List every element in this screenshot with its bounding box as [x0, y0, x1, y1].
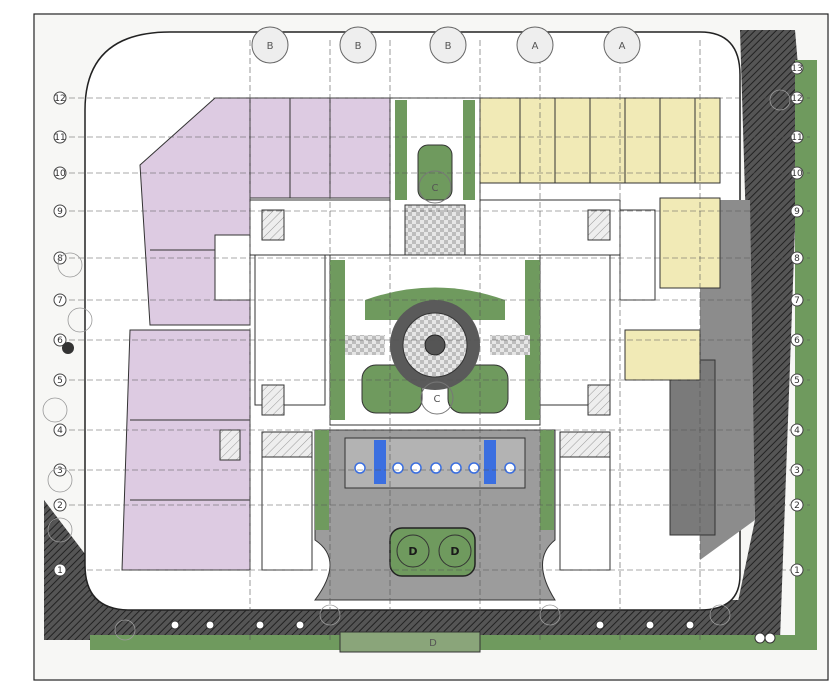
plaza-fountain-core — [424, 334, 446, 356]
stair-symbols — [219, 209, 611, 461]
grid-label: 1 — [794, 566, 800, 576]
gate-label: B — [355, 41, 362, 52]
courtyard-tag: C — [434, 394, 441, 405]
grid-label: 11 — [791, 133, 802, 143]
north-court-pool — [417, 144, 453, 201]
left-grid-text: 12 11 10 9 8 7 6 5 4 3 2 1 — [54, 94, 66, 576]
tree-symbols — [42, 89, 791, 641]
retail-block-north-b — [249, 97, 391, 199]
commercial-block-southeast — [624, 329, 701, 381]
grid-label: 6 — [57, 336, 63, 346]
tag-bubble — [438, 534, 472, 568]
courtyard-tag: C — [432, 183, 439, 194]
ramp-west-hatch — [261, 431, 313, 458]
gate-label: A — [532, 41, 539, 52]
commercial-block-north — [479, 97, 721, 184]
structural-grid — [60, 40, 810, 640]
island-tag: D — [408, 545, 417, 558]
grid-label: 2 — [794, 501, 800, 511]
utility-marker — [62, 342, 74, 354]
right-grid-bubbles — [790, 61, 804, 577]
tag-bubble — [418, 170, 452, 204]
tag-bubble — [420, 381, 454, 415]
island-tag: D — [450, 545, 459, 558]
gate-label: B — [445, 41, 452, 52]
gate-label: A — [619, 41, 626, 52]
gate-label: B — [267, 41, 274, 52]
grid-label: 12 — [54, 94, 65, 104]
grid-label: 1 — [57, 566, 63, 576]
grid-label: 2 — [57, 501, 63, 511]
left-green-column — [315, 430, 329, 530]
north-court-planter-right — [463, 100, 475, 200]
north-court-planter-left — [395, 100, 407, 200]
grid-label: 9 — [57, 207, 63, 217]
center-island — [389, 527, 476, 577]
top-gate-labels: B B B A A — [267, 41, 626, 52]
grid-label: 4 — [57, 426, 63, 436]
plaza-walk-east — [490, 335, 530, 355]
bottom-entry-planter — [339, 631, 481, 653]
grid-label: 5 — [794, 376, 800, 386]
grid-label: 13 — [791, 64, 802, 74]
left-grid-bubbles — [53, 91, 67, 577]
service-ramp — [669, 359, 716, 536]
top-gate-bubbles — [251, 26, 641, 64]
tag-bubble — [396, 534, 430, 568]
right-grid-text: 13 12 11 10 9 8 7 6 5 4 3 2 1 — [791, 64, 803, 576]
grid-label: 6 — [794, 336, 800, 346]
accessible-stalls — [374, 440, 496, 484]
grid-label: 3 — [57, 466, 63, 476]
grid-label: 10 — [54, 169, 66, 179]
right-green-column — [540, 430, 554, 530]
grid-label: 4 — [794, 426, 800, 436]
grid-label: 12 — [791, 94, 802, 104]
bottom-tag: D — [429, 638, 437, 649]
grid-label: 7 — [57, 296, 63, 306]
grid-label: 8 — [57, 254, 63, 264]
accessible-symbols — [354, 462, 516, 474]
grid-label: 3 — [794, 466, 800, 476]
grid-label: 10 — [791, 169, 803, 179]
right-road-hatch — [730, 30, 800, 640]
grid-label: 9 — [794, 207, 800, 217]
bollard-circles — [170, 620, 776, 644]
right-green-strip — [795, 60, 817, 650]
ramp-east-hatch — [559, 431, 611, 458]
commercial-block-east — [659, 197, 721, 289]
grid-label: 8 — [794, 254, 800, 264]
grid-label: 7 — [794, 296, 800, 306]
grid-label: 11 — [54, 133, 65, 143]
grid-label: 5 — [57, 376, 63, 386]
plaza-walk-west — [345, 335, 385, 355]
